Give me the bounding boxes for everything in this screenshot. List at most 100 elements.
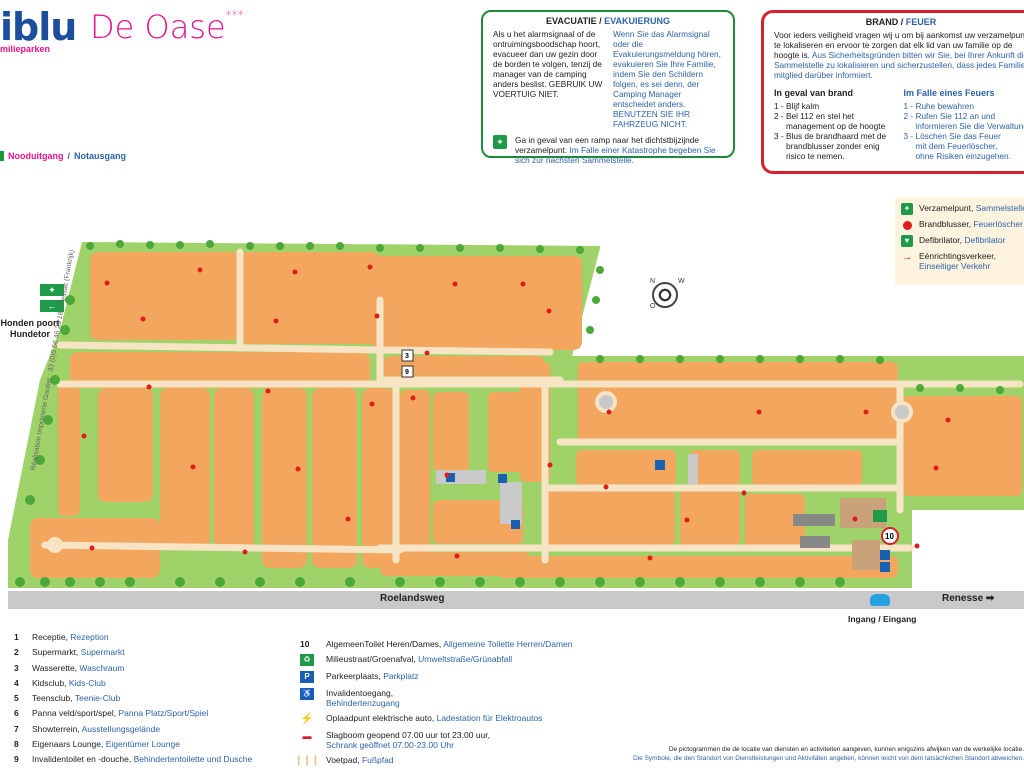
legend-label-nl: Invalidentoilet en -douche, <box>32 754 132 765</box>
legend-label-nl: Brandblusser, <box>919 219 971 229</box>
evacuation-panel: EVACUATIE / EVAKUIERUNG Als u het alarms… <box>481 10 735 165</box>
legend-label-de: Fußpfad <box>361 755 394 765</box>
legend-number: 3 <box>14 662 19 673</box>
legend-number: 1 <box>14 632 19 642</box>
legend-item: ❙❙❙ Voetpad, Fußpfad <box>294 755 573 767</box>
legend-item: ▬ Slagboom geopend 07.00 uur tot 23.00 uu… <box>300 730 573 750</box>
side-gate-nl: Honden poort <box>0 318 60 328</box>
legend-item: ⚡ Oplaadpunt elektrische auto, Ladestatio… <box>300 713 573 725</box>
legend-label-de: Einseitiger Verkehr <box>919 261 991 271</box>
fire-intro: Voor ieders veiligheid vragen wij u om b… <box>774 30 1024 80</box>
legend-label-nl: Receptie, <box>32 632 68 642</box>
legend-label-nl: Kidsclub, <box>32 677 67 688</box>
legend-item: 1 Receptie, Rezeption <box>14 630 252 645</box>
roundabout <box>891 401 913 423</box>
entrance-label: Ingang / Eingang <box>848 614 917 624</box>
brand-subtitle: milieparken <box>0 44 51 54</box>
parking-icon: P <box>300 671 314 683</box>
legend-row-one-way: → Eénrichtingsverkeer,Einseitiger Verkeh… <box>901 251 1024 271</box>
fire-step: management op de hoogte <box>786 121 886 131</box>
park-name: De Oase <box>90 8 226 46</box>
parking-icon <box>511 520 520 529</box>
legend-label-de: Rezeption <box>70 632 109 642</box>
fire-title-nl: BRAND <box>865 17 899 27</box>
compass-o: O <box>650 303 656 310</box>
fire-steps-de: Im Falle eines Feuers 1 - Ruhe bewahren … <box>903 88 1024 161</box>
fire-step: ohne Risiken einzugehen. <box>915 151 1011 161</box>
legend-label-nl: Oplaadpunt elektrische auto, <box>326 713 435 723</box>
one-way-arrow-icon: → <box>901 251 913 263</box>
park-title: De Oase*** <box>90 8 244 46</box>
fire-step: risico te nemen. <box>786 151 845 161</box>
defibrillator-icon: ♥ <box>901 235 913 247</box>
exit-icon <box>0 151 4 161</box>
footpath-icon: ❙❙❙ <box>294 755 320 766</box>
fire-heading-de: Im Falle eines Feuers <box>903 88 995 98</box>
emergency-exit-legend: Nooduitgang / Notausgang <box>0 151 126 161</box>
fire-extinguisher-icon <box>901 219 913 231</box>
legend-label-de: Teenie-Club <box>74 693 121 704</box>
exit-label-de: Notausgang <box>74 151 127 161</box>
fire-step: 2 - Rufen Sie 112 an und <box>903 111 996 121</box>
barrier-icon: ▬ <box>302 731 312 741</box>
legend-label-de: Sammelstelle <box>975 203 1024 213</box>
disclaimer-de: Die Symbole, die den Standort von Dienst… <box>633 755 1024 762</box>
legend-label-nl: Wasserette, <box>32 662 78 673</box>
car-icon <box>870 594 890 606</box>
legend-item: ♻Milieustraat/Groenafval, Umweltstraße/G… <box>300 654 573 666</box>
legend-label-de: Umweltstraße/Grünabfall <box>418 654 513 664</box>
legend-label-nl: Slagboom geopend 07.00 uur tot 23.00 uur… <box>326 730 490 740</box>
evacuation-text-de: Wenn Sie das Alarmsignal oder die Evakui… <box>613 29 721 129</box>
legend-number: 6 <box>14 708 19 719</box>
compass-w: W <box>678 278 685 285</box>
exit-label-sep: / <box>67 151 71 161</box>
legend-row-assembly: ✦ Verzamelpunt, Sammelstelle <box>901 203 1024 215</box>
disclaimer: De pictogrammen die de locatie van diens… <box>633 745 1024 763</box>
side-gate-signs: ✦ ← <box>40 284 64 312</box>
legend-label-de: Ausstellungsgelände <box>81 723 161 734</box>
legend-number: 9 <box>14 754 19 765</box>
road-destination: Renesse ➡ <box>942 593 994 604</box>
legend-label-nl: Invalidentoegang, <box>326 688 394 698</box>
legend-item: 9 Invalidentoilet en -douche, Behinderten… <box>14 752 252 767</box>
legend-row-defibrillator: ♥ Defibrilator, Defibrilator <box>901 235 1024 247</box>
chalet <box>793 514 835 526</box>
emergency-exit-icon: ← <box>40 300 64 312</box>
ev-charger-icon: ⚡ <box>300 713 314 725</box>
legend-label-nl: Voetpad, <box>326 755 360 765</box>
legend-label-de: Kids-Club <box>68 677 106 688</box>
legend-label-de: Behindertenzugang <box>326 698 400 708</box>
fire-intro-line: te lokaliseren en ervoor te zorgen dat e… <box>774 40 1013 50</box>
svg-text:9: 9 <box>405 369 409 376</box>
paths <box>41 248 1024 564</box>
legend-item: 3 Wasserette, Waschraum <box>14 661 252 676</box>
fire-step: 1 - Blijf kalm <box>774 101 820 111</box>
legend-label-nl: Eigenaars Lounge, <box>32 739 104 750</box>
toilet-10-sign <box>881 527 899 545</box>
parking-icon <box>880 550 890 560</box>
legend-item: ♿Invalidentoegang,Behindertenzugang <box>300 688 573 708</box>
side-gate-de: Hundetor <box>10 329 50 339</box>
symbol-legend: ✦ Verzamelpunt, Sammelstelle Brandblusse… <box>895 197 1024 285</box>
park-stars: *** <box>225 8 244 22</box>
legend-label-de: Behindertentoilette und Dusche <box>133 754 253 765</box>
svg-text:3: 3 <box>405 353 409 360</box>
legend-number: 10 <box>300 639 310 649</box>
legend-label-nl: Defibrilator, <box>919 235 962 245</box>
legend-label-de: Waschraum <box>79 662 125 673</box>
evacuation-text-nl: Als u het alarmsignaal of de ontruimings… <box>493 29 603 99</box>
fire-step: informieren Sie die Verwaltung <box>915 121 1024 131</box>
parking-lot <box>688 454 698 484</box>
legend-label-de: Ladestation für Elektroautos <box>436 713 543 723</box>
fire-intro-line-de: Sammelstelle zu lokalisieren und sicherz… <box>774 60 1024 70</box>
fire-steps-nl: In geval van brand 1 - Blijf kalm 2 - Be… <box>774 88 891 161</box>
fire-intro-line-de: Aus Sicherheitsgründen bitten wir Sie, b… <box>811 50 1024 60</box>
brand-logo: iblu milieparken <box>0 8 77 54</box>
